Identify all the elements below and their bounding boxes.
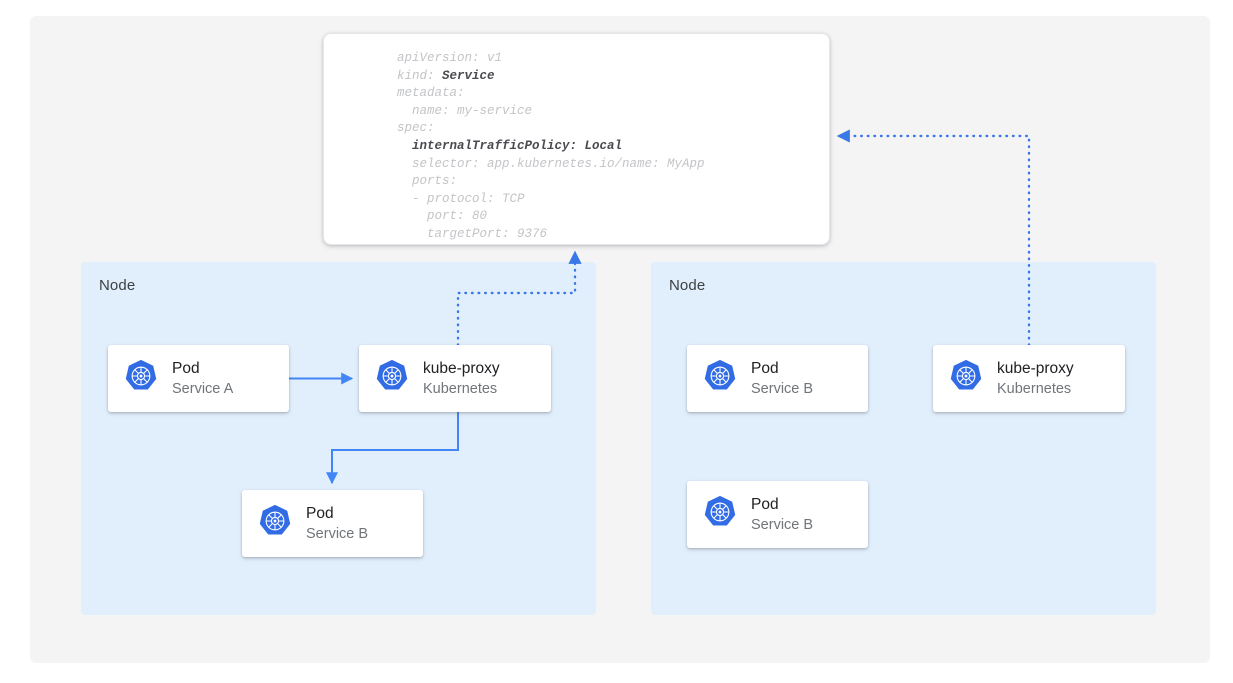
yaml-line: apiVersion: v1	[397, 51, 503, 65]
node-region-right: Node	[651, 262, 1156, 615]
kubernetes-icon	[703, 359, 737, 398]
card-subtitle: Service B	[751, 380, 814, 397]
yaml-line: ports:	[397, 174, 458, 189]
card-kube-proxy-left[interactable]: kube-proxy Kubernetes	[359, 345, 551, 412]
card-subtitle: Service A	[172, 380, 234, 397]
card-pod-service-b-right-node-2[interactable]: Pod Service B	[687, 481, 868, 548]
card-title: Pod	[751, 495, 779, 513]
yaml-line: - protocol: TCP	[397, 191, 525, 206]
card-title: Pod	[306, 504, 334, 522]
card-pod-service-b-right-node-1[interactable]: Pod Service B	[687, 345, 868, 412]
card-title: Pod	[751, 359, 779, 377]
node-region-left: Node	[81, 262, 596, 615]
card-title: kube-proxy	[997, 359, 1074, 377]
node-label-right: Node	[669, 277, 706, 294]
service-yaml-code: apiVersion: v1 kind: Service metadata: nam…	[397, 50, 705, 244]
yaml-line: port: 80	[397, 209, 488, 224]
kubernetes-icon	[703, 495, 737, 534]
card-pod-service-a[interactable]: Pod Service A	[108, 345, 289, 412]
node-label-left: Node	[99, 277, 136, 294]
service-yaml-card: apiVersion: v1 kind: Service metadata: nam…	[323, 33, 830, 245]
card-subtitle: Kubernetes	[423, 380, 498, 397]
card-subtitle: Service B	[751, 516, 814, 533]
kubernetes-icon	[949, 359, 983, 398]
yaml-line: metadata:	[397, 86, 465, 101]
yaml-line: selector: app.kubernetes.io/name: MyApp	[397, 156, 705, 171]
yaml-line: kind: Service	[397, 68, 495, 83]
card-pod-service-b-left-node[interactable]: Pod Service B	[242, 490, 423, 557]
yaml-line: spec:	[397, 121, 435, 136]
card-subtitle: Kubernetes	[997, 380, 1072, 397]
yaml-line-emphasis: Service	[442, 68, 495, 83]
card-title: kube-proxy	[423, 359, 500, 377]
yaml-line: name: my-service	[397, 103, 533, 118]
card-kube-proxy-right[interactable]: kube-proxy Kubernetes	[933, 345, 1125, 412]
card-subtitle: Service B	[306, 525, 369, 542]
yaml-line: internalTrafficPolicy: Local	[397, 138, 623, 153]
card-title: Pod	[172, 359, 200, 377]
kubernetes-icon	[375, 359, 409, 398]
yaml-line: targetPort: 9376	[397, 226, 548, 241]
kubernetes-icon	[258, 504, 292, 543]
kubernetes-icon	[124, 359, 158, 398]
